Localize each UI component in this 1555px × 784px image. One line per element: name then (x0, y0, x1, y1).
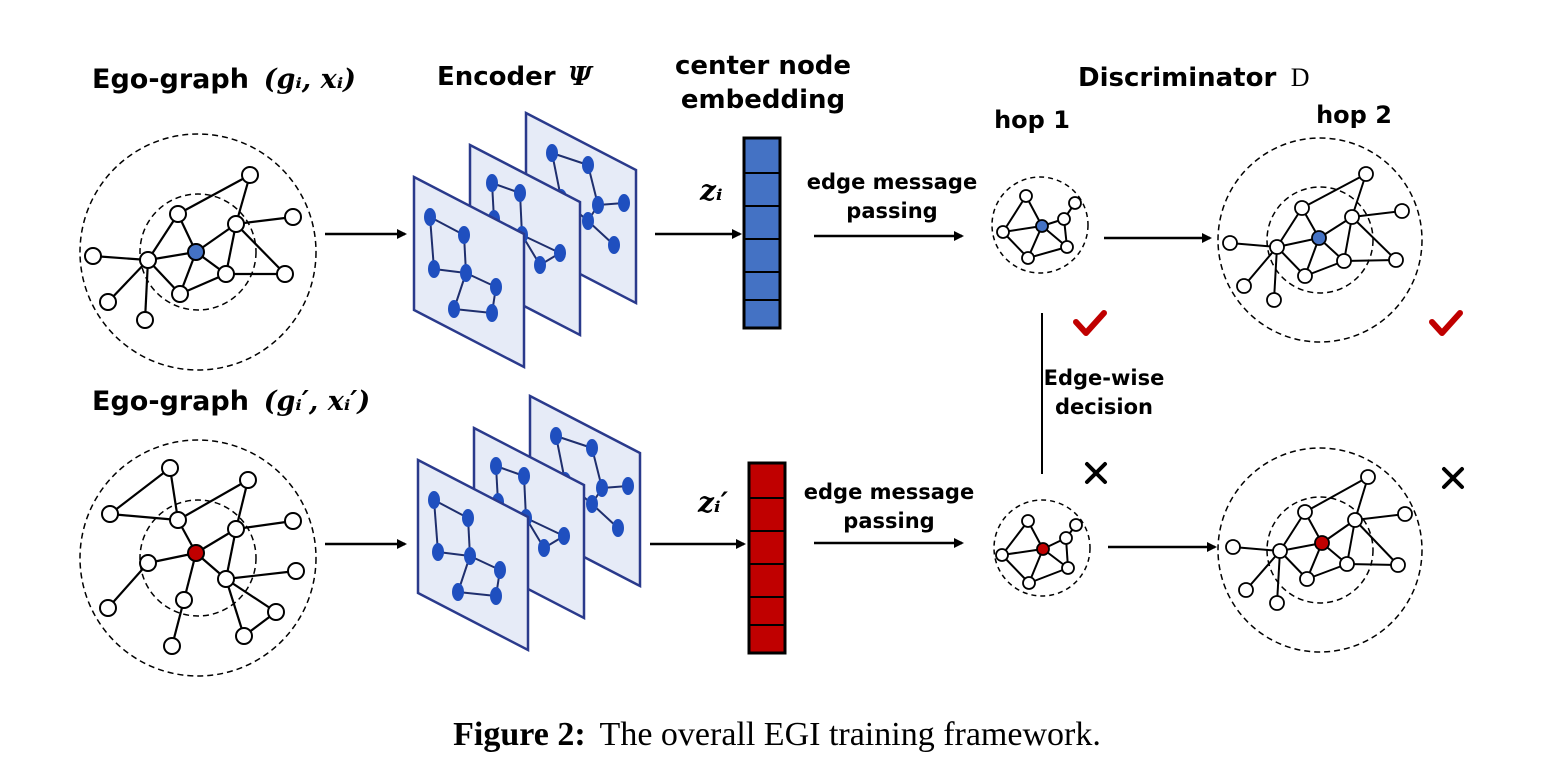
cross-icon (1085, 462, 1107, 484)
embedding-vector-positive (742, 136, 782, 330)
check-icon (1429, 310, 1463, 336)
check-icon (1073, 310, 1107, 336)
ego-graph-negative (79, 439, 317, 677)
ego-graph-positive (79, 133, 317, 371)
encoder-title: Encoder Ψ (437, 62, 594, 92)
ego-graph-bottom-title: Ego-graph (gᵢ′, xᵢ′) (92, 386, 370, 417)
center-node-positive (187, 243, 205, 261)
embedding-vector-negative (747, 461, 787, 655)
hop2-graph-negative (1217, 447, 1423, 653)
z-label-positive: zᵢ (699, 174, 723, 207)
encoder-stack-positive (412, 110, 638, 370)
edge-message-label-top-1: edge message (807, 170, 977, 194)
hop2-graph-positive (1217, 137, 1423, 343)
ego-outer-boundary (79, 439, 317, 677)
center-node-negative (187, 544, 205, 562)
hop2-label: hop 2 (1316, 101, 1392, 129)
cross-icon (1442, 467, 1464, 489)
figure-caption: Figure 2: The overall EGI training frame… (453, 716, 1101, 753)
edge-message-label-top-2: passing (846, 199, 937, 223)
encoder-stack-negative (416, 393, 642, 653)
center-node-title-line2: embedding (681, 85, 845, 115)
decision-label-2: decision (1055, 395, 1153, 419)
ego-outer-boundary (79, 133, 317, 371)
discriminator-title: Discriminator D (1078, 63, 1310, 93)
hop1-label: hop 1 (994, 106, 1070, 134)
z-label-negative: zᵢ′ (697, 486, 729, 519)
hop1-graph-negative (993, 499, 1091, 597)
decision-label-1: Edge-wise (1044, 366, 1165, 390)
ego-inner-boundary (139, 499, 257, 617)
ego-graph-top-title: Ego-graph (gᵢ, xᵢ) (92, 64, 356, 95)
center-node-title-line1: center node (675, 51, 851, 81)
hop1-graph-positive (991, 176, 1089, 274)
edge-message-label-bottom-2: passing (843, 509, 934, 533)
ego-inner-boundary (139, 193, 257, 311)
edge-message-label-bottom-1: edge message (804, 480, 974, 504)
